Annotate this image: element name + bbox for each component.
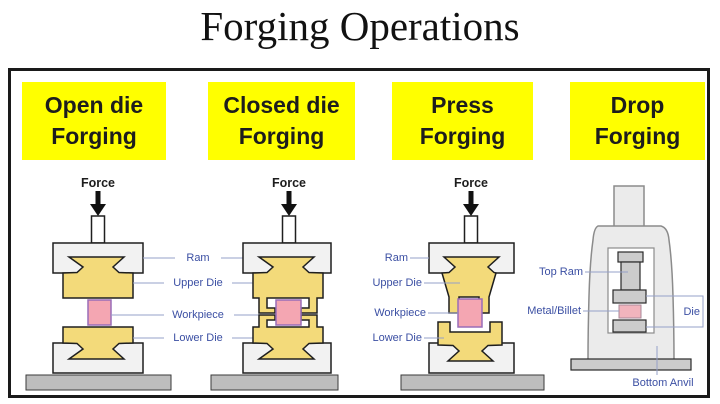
metal-billet-label: Metal/Billet (527, 305, 581, 317)
workpiece-shape (87, 299, 112, 326)
panel-header-drop-line1: Drop (610, 91, 665, 118)
shared-part-labels: Ram Upper Die Workpiece Lower Die (111, 252, 276, 344)
upper-die-block (612, 289, 647, 304)
ground-bar (25, 374, 172, 391)
die-label: Die (683, 306, 700, 318)
panel-header-drop-line2: Forging (594, 123, 681, 149)
panel-header-press-line1: Press (431, 91, 494, 118)
page-title: Forging Operations (200, 3, 520, 49)
panel-header-drop: Drop Forging (570, 82, 705, 160)
upper-die-label: Upper Die (372, 277, 422, 289)
panel-header-press-line2: Forging (419, 123, 506, 149)
press-rod (463, 215, 479, 244)
metal-billet-shape (618, 304, 642, 319)
ground-bar (210, 374, 339, 391)
ram-label: Ram (186, 252, 209, 264)
panel-header-closed-die-line1: Closed die (223, 91, 340, 118)
lower-die-shape (437, 321, 503, 362)
workpiece-shape (457, 298, 483, 328)
lower-die-block (612, 319, 647, 333)
open-die-diagram: Force (25, 176, 172, 391)
workpiece-label: Workpiece (172, 309, 224, 321)
panel-header-open-die: Open die Forging (22, 82, 166, 160)
panel-header-open-die-line1: Open die (44, 91, 144, 118)
top-ram-shaft (617, 251, 644, 291)
panel-header-closed-die: Closed die Forging (208, 82, 355, 160)
workpiece-shape (275, 299, 302, 326)
ground-bar (400, 374, 545, 391)
forging-diagrams: Force Ram Upper Die (25, 176, 704, 391)
workpiece-label: Workpiece (374, 307, 426, 319)
force-arrow-icon (90, 191, 106, 216)
bottom-anvil-label: Bottom Anvil (632, 377, 693, 389)
panel-header-closed-die-line2: Forging (238, 123, 325, 149)
drop-part-labels: Top Ram Metal/Billet Die Bottom Anvil (527, 266, 704, 389)
diagram-board: Open die Forging Closed die Forging Pres… (8, 68, 710, 398)
drop-forging-diagram: Top Ram Metal/Billet Die Bottom Anvil (527, 185, 704, 389)
closed-die-diagram: Force (210, 176, 339, 391)
top-column (613, 185, 645, 228)
press-part-labels: Ram Upper Die Workpiece Lower Die (372, 252, 460, 344)
lower-die-label: Lower Die (173, 332, 223, 344)
die-bracket (646, 295, 704, 328)
upper-die-shape (441, 256, 501, 314)
force-label: Force (454, 176, 488, 190)
panel-header-open-die-line2: Forging (51, 123, 137, 149)
lower-die-shape (252, 314, 324, 360)
force-label: Force (272, 176, 306, 190)
upper-die-label: Upper Die (173, 277, 223, 289)
force-arrow-icon (281, 191, 297, 216)
press-rod (90, 215, 106, 244)
lower-die-label: Lower Die (372, 332, 422, 344)
bottom-anvil-plate (570, 358, 692, 371)
force-label: Force (81, 176, 115, 190)
press-forging-diagram: Force Ram Upper Die Workp (372, 176, 545, 391)
force-arrow-icon (463, 191, 479, 216)
upper-die-shape (62, 256, 134, 299)
panel-header-press: Press Forging (392, 82, 533, 160)
upper-die-shape (252, 256, 324, 314)
ram-label: Ram (385, 252, 408, 264)
top-ram-label: Top Ram (539, 266, 583, 278)
press-rod (281, 215, 297, 244)
